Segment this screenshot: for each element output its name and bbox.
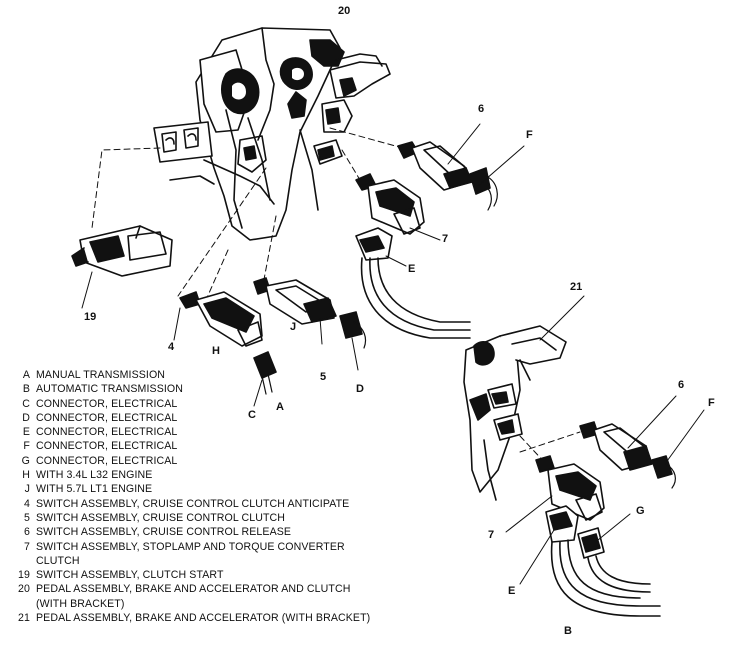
legend-key: 6 <box>24 526 30 539</box>
legend-item: C CONNECTOR, ELECTRICAL <box>4 397 384 411</box>
callout-f-bottom: F <box>708 397 715 409</box>
legend-item: 4 SWITCH ASSEMBLY, CRUISE CONTROL CLUTCH … <box>4 497 384 511</box>
legend-key: 21 <box>18 612 30 625</box>
callout-f-top: F <box>526 129 533 141</box>
legend-key: 20 <box>18 583 30 596</box>
legend-item: 5 SWITCH ASSEMBLY, CRUISE CONTROL CLUTCH <box>4 511 384 525</box>
legend-list: A MANUAL TRANSMISSION B AUTOMATIC TRANSMIS… <box>4 368 384 625</box>
callout-c: C <box>248 409 256 421</box>
legend-text: MANUAL TRANSMISSION <box>36 369 166 381</box>
callout-19: 19 <box>84 311 97 323</box>
cruise-control-release-switch-bottom <box>579 395 705 489</box>
legend-item: G CONNECTOR, ELECTRICAL <box>4 454 384 468</box>
legend-key: E <box>22 426 30 439</box>
pedal-assembly-bracket-top <box>153 27 391 241</box>
legend-item: 19 SWITCH ASSEMBLY, CLUTCH START <box>4 568 384 582</box>
legend-key: A <box>22 369 30 381</box>
callout-7-bottom: 7 <box>488 529 495 541</box>
callout-j: J <box>290 321 297 333</box>
callout-d: D <box>356 383 364 395</box>
legend-item: A MANUAL TRANSMISSION <box>4 368 384 382</box>
legend-text: SWITCH ASSEMBLY, CRUISE CONTROL CLUTCH <box>36 511 286 524</box>
callout-4: 4 <box>168 341 175 353</box>
legend-item: H WITH 3.4L L32 ENGINE <box>4 468 384 482</box>
legend-key: 4 <box>24 497 30 510</box>
legend-item: F CONNECTOR, ELECTRICAL <box>4 439 384 453</box>
legend-item: 6 SWITCH ASSEMBLY, CRUISE CONTROL RELEASE <box>4 525 384 539</box>
callout-e-top: E <box>408 263 416 275</box>
clutch-anticipate-switch <box>173 291 263 347</box>
legend-text: CONNECTOR, ELECTRICAL <box>36 440 178 453</box>
callout-20: 20 <box>338 5 351 17</box>
callout-g: G <box>636 505 645 517</box>
legend-text: SWITCH ASSEMBLY, STOPLAMP AND TORQUE CON… <box>36 540 345 567</box>
legend-item: E CONNECTOR, ELECTRICAL <box>4 425 384 439</box>
legend-item: D CONNECTOR, ELECTRICAL <box>4 411 384 425</box>
callout-h: H <box>212 345 220 357</box>
legend-item: 20 PEDAL ASSEMBLY, BRAKE AND ACCELERATOR … <box>4 582 384 611</box>
callout-7-top: 7 <box>442 233 449 245</box>
legend-text: CONNECTOR, ELECTRICAL <box>36 426 178 439</box>
legend-key: H <box>22 469 30 482</box>
callout-a: A <box>276 401 284 413</box>
legend-text: CONNECTOR, ELECTRICAL <box>36 454 178 467</box>
legend-key: F <box>23 440 30 453</box>
callout-21: 21 <box>570 281 583 293</box>
callout-e-bottom: E <box>508 585 516 597</box>
callout-5: 5 <box>320 371 327 383</box>
clutch-start-switch <box>71 225 173 309</box>
legend-key: 19 <box>18 569 30 582</box>
legend-text: WITH 5.7L LT1 ENGINE <box>36 483 153 496</box>
stoplamp-switch-top <box>355 173 471 339</box>
callout-6-bottom: 6 <box>678 379 685 391</box>
legend-key: 7 <box>24 540 30 553</box>
callout-b: B <box>564 625 572 637</box>
cruise-control-release-switch-top <box>397 123 525 211</box>
legend-item: J WITH 5.7L LT1 ENGINE <box>4 482 384 496</box>
legend-text: CONNECTOR, ELECTRICAL <box>36 397 178 410</box>
legend-text: SWITCH ASSEMBLY, CRUISE CONTROL RELEASE <box>36 526 292 539</box>
legend-text: PEDAL ASSEMBLY, BRAKE AND ACCELERATOR AN… <box>36 583 351 610</box>
legend-item: 7 SWITCH ASSEMBLY, STOPLAMP AND TORQUE CO… <box>4 540 384 569</box>
legend-key: D <box>22 411 30 424</box>
legend-key: G <box>21 454 30 467</box>
pedal-assembly-bracket-bottom <box>463 295 585 501</box>
legend-text: AUTOMATIC TRANSMISSION <box>36 383 183 396</box>
connector-c-manual <box>253 351 277 407</box>
legend-text: SWITCH ASSEMBLY, CLUTCH START <box>36 569 224 582</box>
stoplamp-switch-bottom <box>505 455 661 617</box>
legend-item: 21 PEDAL ASSEMBLY, BRAKE AND ACCELERATOR … <box>4 611 384 625</box>
legend-key: B <box>22 383 30 396</box>
legend-key: 5 <box>24 511 30 524</box>
legend-text: SWITCH ASSEMBLY, CRUISE CONTROL CLUTCH A… <box>36 497 350 510</box>
legend-text: PEDAL ASSEMBLY, BRAKE AND ACCELERATOR (W… <box>36 612 371 625</box>
legend-item: B AUTOMATIC TRANSMISSION <box>4 382 384 396</box>
legend-text: WITH 3.4L L32 ENGINE <box>36 469 153 482</box>
legend-key: J <box>24 483 30 496</box>
callout-6-top: 6 <box>478 103 485 115</box>
legend-text: CONNECTOR, ELECTRICAL <box>36 411 178 424</box>
cruise-control-clutch-switch <box>253 277 367 371</box>
legend-key: C <box>22 397 30 410</box>
